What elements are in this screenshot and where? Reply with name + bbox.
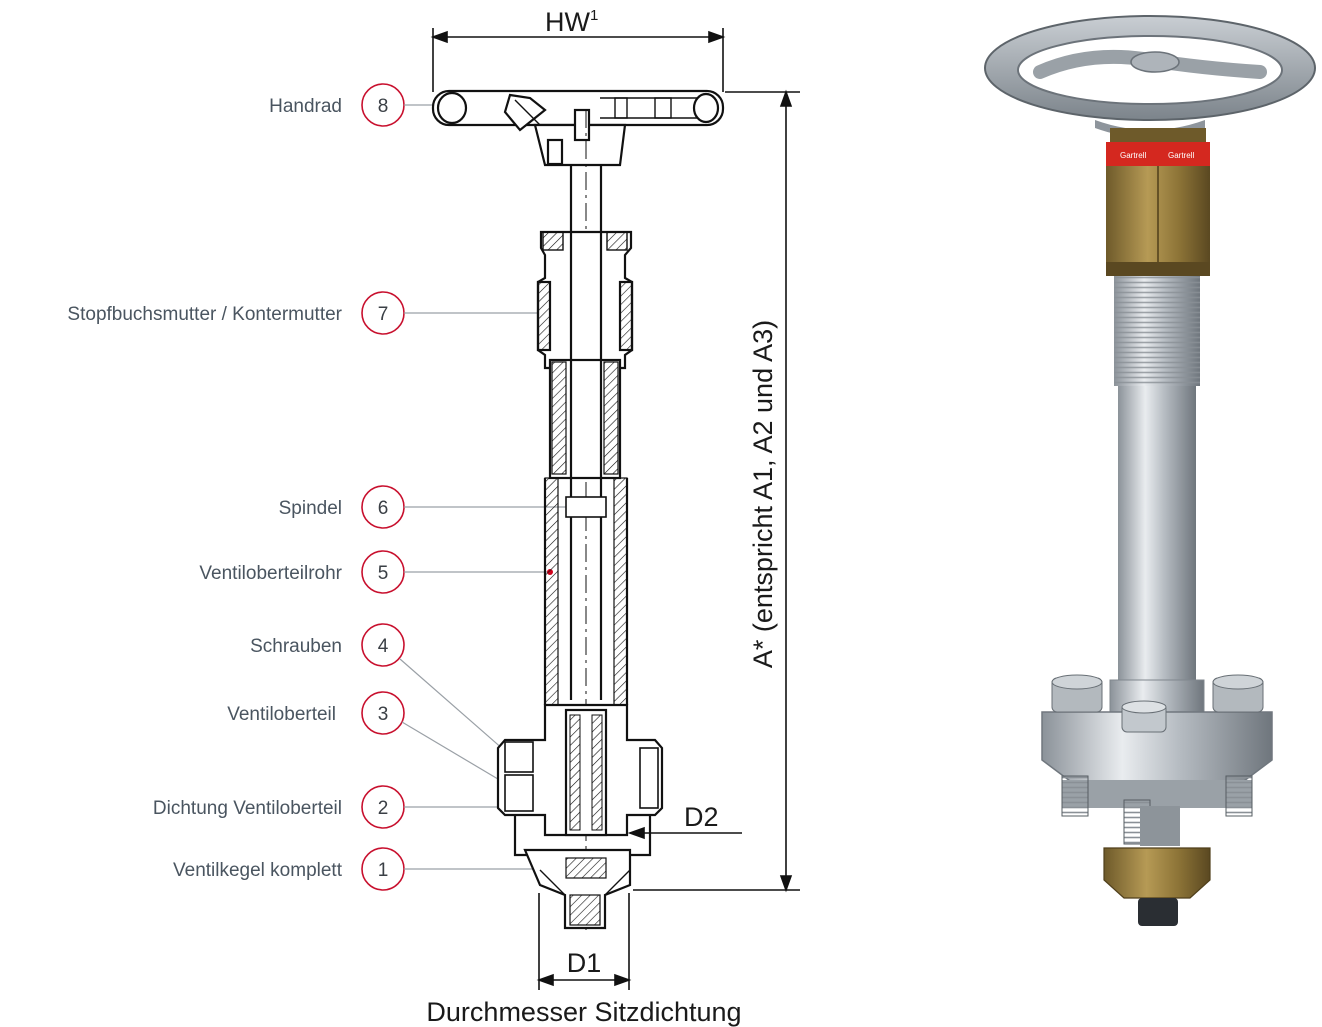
callout-label-ventiloberteil: Ventiloberteil [227, 704, 336, 725]
dimension-a [633, 89, 800, 893]
bonnet-tube-section [543, 477, 629, 706]
technical-drawing [431, 89, 725, 930]
callout-number: 8 [378, 96, 389, 117]
callout-circle [361, 623, 405, 667]
callout-number: 6 [378, 498, 389, 519]
callout-2: Dichtung Ventiloberteil 2 [153, 785, 511, 829]
callout-number: 2 [378, 798, 389, 819]
leader-line [401, 721, 509, 786]
dimension-d1 [536, 893, 632, 990]
callout-3: Ventiloberteil 3 [227, 691, 511, 788]
callout-4: Schrauben 4 [250, 623, 515, 760]
dimension-label-d2: D2 [684, 802, 719, 832]
dimension-d2 [627, 826, 742, 840]
brand-text: Gartrell [1120, 151, 1146, 160]
product-photo: Gartrell Gartrell [984, 15, 1316, 926]
callout-label-stopfbuchsmutter: Stopfbuchsmutter / Kontermutter [67, 304, 342, 325]
callout-number: 5 [378, 563, 389, 584]
callout-8: Handrad 8 [269, 83, 455, 127]
callout-number: 7 [378, 304, 389, 325]
callout-label-schrauben: Schrauben [250, 636, 342, 657]
gland-nut-section [536, 230, 634, 370]
valve-plug-section [523, 848, 632, 930]
callout-label-handrad: Handrad [269, 96, 342, 117]
handwheel-icon [984, 15, 1316, 138]
seat-caption: Durchmesser Sitzdichtung [426, 997, 741, 1027]
valve-bonnet-icon: Gartrell Gartrell [1106, 128, 1210, 276]
leader-line [399, 658, 513, 758]
valve-plug-icon [1103, 806, 1211, 926]
callout-1: Ventilkegel komplett 1 [173, 847, 543, 891]
callout-circle [361, 691, 405, 735]
dimension-hw [430, 28, 726, 92]
brand-text-2: Gartrell [1168, 151, 1194, 160]
packing-section [548, 232, 622, 700]
callout-5: Ventiloberteilrohr 5 [199, 550, 553, 594]
callout-label-ventilkegel-komplett: Ventilkegel komplett [173, 860, 343, 881]
bonnet-body-section [496, 703, 664, 857]
callout-label-spindel: Spindel [279, 498, 342, 519]
callout-6: Spindel 6 [279, 485, 576, 529]
dimension-label-a: A* (entspricht A1, A2 und A3) [748, 320, 778, 668]
dimension-label-hw: HW1 [545, 7, 598, 37]
threaded-stem-icon [1109, 276, 1205, 717]
callout-number: 3 [378, 704, 389, 725]
callout-label-ventiloberteilrohr: Ventiloberteilrohr [199, 563, 342, 584]
dimension-label-d1: D1 [567, 948, 602, 978]
callout-7: Stopfbuchsmutter / Kontermutter 7 [67, 291, 546, 335]
callout-label-dichtung-ventiloberteil: Dichtung Ventiloberteil [153, 798, 342, 819]
callout-number: 4 [378, 636, 389, 657]
callout-number: 1 [378, 860, 389, 881]
handwheel-section [431, 89, 725, 167]
